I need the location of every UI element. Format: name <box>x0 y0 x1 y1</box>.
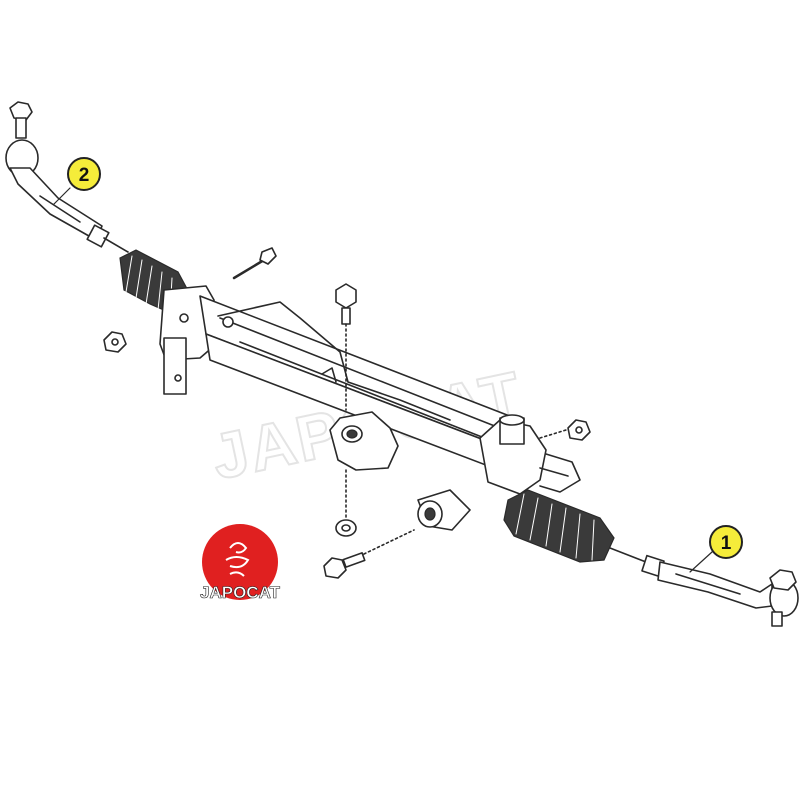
left-mount-bracket <box>159 285 215 395</box>
logo-text: JAPOCAT <box>200 583 281 602</box>
logo-emblem-icon <box>225 542 250 577</box>
right-boot <box>503 489 615 563</box>
right-inner-tie-rod <box>609 547 647 563</box>
callout-1: 1 <box>689 525 743 573</box>
right-tie-rod-end <box>641 554 799 627</box>
lower-bushing <box>417 489 471 531</box>
center-mount-bracket <box>329 411 399 471</box>
callout-1-label: 1 <box>721 533 732 554</box>
washer-center <box>335 469 357 537</box>
rack-housing <box>199 295 527 479</box>
left-inner-tie-rod <box>103 237 129 253</box>
callout-2: 2 <box>53 157 101 205</box>
left-tie-rod-end <box>5 101 110 248</box>
nut-left <box>103 331 127 353</box>
bolt-upper-left <box>232 247 277 280</box>
valve-housing <box>479 414 581 495</box>
logo-red-circle <box>202 524 278 600</box>
bolt-upper-center <box>335 283 357 411</box>
nut-right <box>539 419 591 441</box>
japocat-logo: JAPOCAT <box>200 524 281 602</box>
bolt-lower <box>323 529 415 579</box>
callout-2-label: 2 <box>79 165 90 186</box>
